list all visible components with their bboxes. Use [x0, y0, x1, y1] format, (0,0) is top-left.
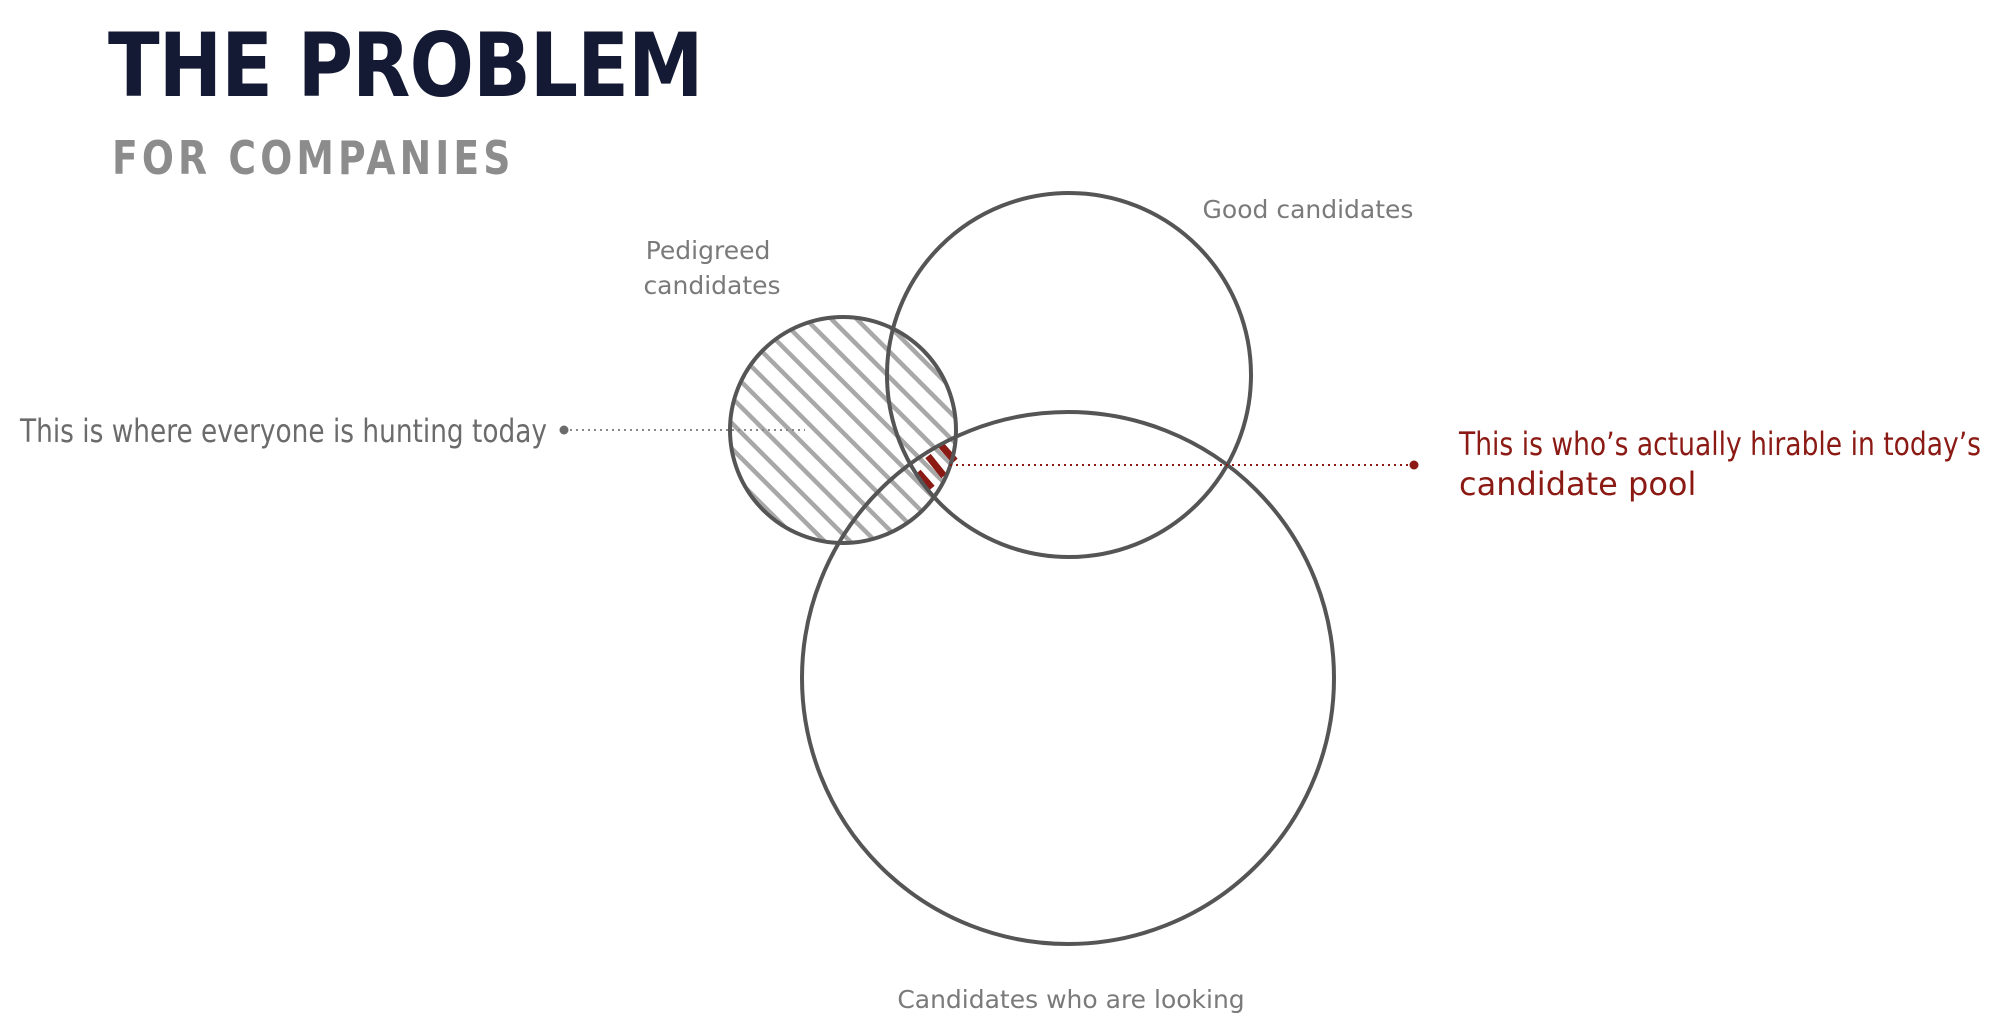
good-candidates-circle — [885, 191, 1253, 559]
pedigreed-label: Pedigreed candidates — [643, 236, 780, 300]
hirable-callout-text: This is who’s actually hirable in today’… — [1458, 425, 1991, 503]
page-subtitle: FOR COMPANIES — [112, 131, 515, 185]
hirable-callout-dot — [1409, 460, 1419, 470]
hunting-callout-dot — [559, 425, 569, 435]
good-candidates-label: Good candidates — [1203, 195, 1414, 224]
hunting-callout-text: This is where everyone is hunting today — [19, 412, 547, 450]
looking-candidates-label: Candidates who are looking — [897, 985, 1244, 1014]
pedigreed-circle — [728, 315, 958, 545]
page-title: THE PROBLEM — [108, 14, 703, 117]
pedigreed-hatch-fill — [730, 317, 956, 543]
looking-candidates-circle — [800, 410, 1336, 946]
